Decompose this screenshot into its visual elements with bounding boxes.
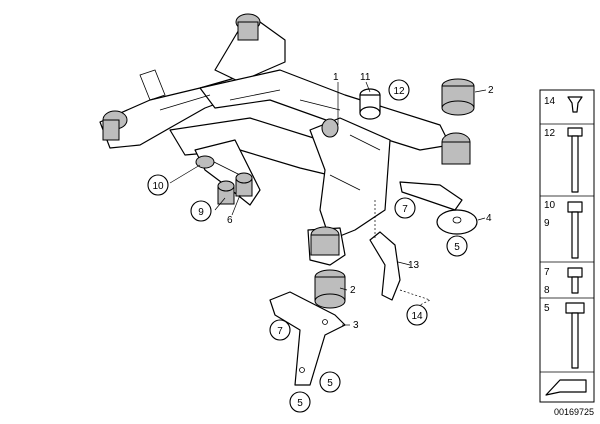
- callouts: 1 11 12 2 10 9 6 7 4 5 13 2 14 3 7 5 5: [147, 72, 494, 413]
- callout-7b: 7: [277, 326, 283, 337]
- fastener-panel: 14 12 10 9 7 8 5: [539, 89, 595, 403]
- callout-5b: 5: [327, 378, 333, 389]
- callout-12-circle: [388, 79, 410, 101]
- callout-9: 9: [198, 207, 204, 218]
- hex-bolt-icon: [567, 201, 583, 213]
- callout-7: 7: [402, 204, 408, 215]
- callout-12: 12: [393, 86, 405, 97]
- panel-label-9: 9: [544, 218, 550, 229]
- panel-label-7: 7: [544, 267, 550, 278]
- flange-bolt-icon: [565, 302, 585, 314]
- rear-axle-carrier: [99, 21, 451, 266]
- arrow-icon: [545, 379, 587, 396]
- loose-parts: [217, 78, 478, 386]
- callout-2-top: 2: [488, 85, 494, 96]
- callout-7b-circle: [269, 319, 291, 341]
- callout-13: 13: [408, 260, 420, 271]
- panel-label-10: 10: [544, 200, 556, 211]
- callout-2-lower: 2: [350, 285, 356, 296]
- frame-bushings: [102, 13, 471, 256]
- callout-11: 11: [360, 72, 371, 83]
- callout-1: 1: [333, 72, 339, 83]
- callout-5-circle: [446, 235, 468, 257]
- callout-14-circle: [406, 304, 428, 326]
- callout-5c: 5: [297, 398, 303, 409]
- leader-lines: [169, 81, 487, 326]
- panel-frame: [539, 89, 595, 403]
- reference-number: 00169725: [554, 407, 594, 417]
- callout-10: 10: [152, 181, 164, 192]
- panel-label-12: 12: [544, 128, 556, 139]
- long-bolt-icon: [567, 127, 583, 137]
- callout-7-circle: [394, 197, 416, 219]
- callout-4: 4: [486, 213, 492, 224]
- callout-14: 14: [411, 311, 423, 322]
- panel-label-14: 14: [544, 96, 556, 107]
- short-bolt-icon: [567, 267, 583, 278]
- clip-icon: [567, 96, 583, 113]
- callout-5b-circle: [319, 371, 341, 393]
- callout-10-circle: [147, 174, 169, 196]
- callout-3: 3: [353, 320, 359, 331]
- callout-9-circle: [190, 200, 212, 222]
- callout-6: 6: [227, 215, 233, 226]
- callout-5: 5: [454, 242, 460, 253]
- panel-label-5: 5: [544, 303, 550, 314]
- callout-5c-circle: [289, 391, 311, 413]
- panel-label-8: 8: [544, 285, 550, 296]
